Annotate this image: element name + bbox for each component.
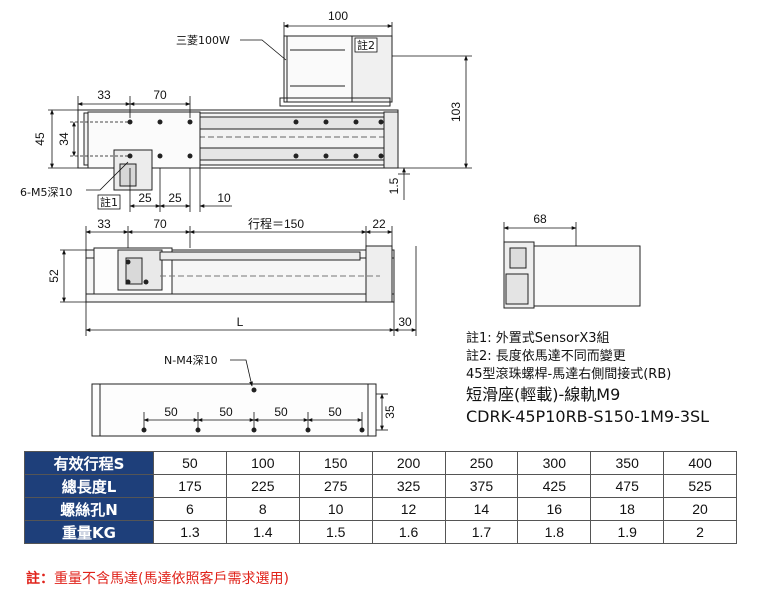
- table-cell: 325: [371, 474, 446, 498]
- dim-25a: 25: [138, 191, 152, 205]
- product-subtitle: 短滑座(輕載)-線軌M9: [466, 385, 621, 404]
- table-cell: 1.8: [517, 520, 592, 544]
- footnote: 註：重量不含馬達(馬達依照客戶需求選用): [26, 568, 289, 588]
- table-cell: 14: [444, 497, 519, 521]
- table-cell: 1.9: [590, 520, 665, 544]
- note2-tag: 註2: [357, 39, 375, 52]
- table-cell: 425: [517, 474, 592, 498]
- table-cell: 525: [663, 474, 737, 498]
- dim-mid-70: 70: [153, 217, 167, 231]
- dim-103: 103: [449, 102, 463, 122]
- dim-68: 68: [533, 212, 547, 226]
- table-cell: 300: [517, 451, 592, 475]
- screw-holes-label: 6-M5深10: [20, 186, 72, 199]
- dim-bot-50b: 50: [219, 405, 233, 419]
- length-label: L: [237, 315, 244, 329]
- row-header: 總長度L: [24, 474, 154, 498]
- note1-box: 註1: [97, 194, 121, 210]
- dim-25b: 25: [168, 191, 182, 205]
- bottom-rail-body: [91, 383, 377, 437]
- table-cell: 18: [590, 497, 665, 521]
- table-cell: 375: [444, 474, 519, 498]
- table-holes-label: N-M4深10: [164, 354, 218, 367]
- dim-mid-33: 33: [97, 217, 111, 231]
- product-type: 45型滾珠螺桿-馬達右側間接式(RB): [466, 367, 672, 382]
- table-cell: 20: [663, 497, 737, 521]
- dim-1-5: 1.5: [387, 177, 401, 194]
- table-cell: 6: [153, 497, 227, 521]
- table-cell: 1.6: [371, 520, 446, 544]
- dim-45: 45: [33, 132, 47, 146]
- motor-label: 三菱100W: [176, 34, 230, 47]
- table-cell: 225: [225, 474, 300, 498]
- dim-bot-50a: 50: [164, 405, 178, 419]
- dim-bot-35: 35: [383, 405, 397, 419]
- row-header: 重量KG: [24, 520, 154, 544]
- table-cell: 475: [590, 474, 665, 498]
- table-cell: 200: [371, 451, 446, 475]
- table-cell: 150: [298, 451, 373, 475]
- dim-mid-22: 22: [372, 217, 386, 231]
- table-cell: 275: [298, 474, 373, 498]
- note1-text: 註1: 外置式SensorX3組: [466, 331, 610, 346]
- note1-tag: 註1: [100, 196, 118, 209]
- table-cell: 1.5: [298, 520, 373, 544]
- top-view: [77, 35, 399, 191]
- table-cell: 12: [371, 497, 446, 521]
- footnote-text: 重量不含馬達(馬達依照客戶需求選用): [54, 571, 289, 587]
- table-cell: 50: [153, 451, 227, 475]
- dim-bot-50d: 50: [328, 405, 342, 419]
- table-cell: 400: [663, 451, 737, 475]
- dim-34: 34: [57, 132, 71, 146]
- dim-33: 33: [97, 88, 111, 102]
- table-cell: 250: [444, 451, 519, 475]
- note2-text: 註2: 長度依馬達不同而變更: [466, 349, 626, 364]
- dim-bot-50c: 50: [274, 405, 288, 419]
- top-view-holes: [127, 119, 384, 159]
- row-header: 螺絲孔N: [24, 497, 154, 521]
- table-cell: 16: [517, 497, 592, 521]
- footnote-prefix: 註：: [26, 571, 54, 587]
- row-header: 有效行程S: [24, 451, 154, 475]
- spec-notes: 註1: 外置式SensorX3組 註2: 長度依馬達不同而變更 45型滾珠螺桿-…: [466, 330, 756, 428]
- stroke-label: 行程＝150: [248, 216, 304, 231]
- cad-drawing: 100 33 70 45 34 25 25 10 103 1.5 三菱100W …: [20, 9, 641, 437]
- dim-70: 70: [153, 88, 167, 102]
- note2-box: 註2: [354, 37, 378, 53]
- side-view: [85, 245, 395, 303]
- table-cell: 1.7: [444, 520, 519, 544]
- table-cell: 1.4: [225, 520, 300, 544]
- table-cell: 100: [225, 451, 300, 475]
- dim-10: 10: [217, 191, 231, 205]
- end-motor-block: [527, 245, 641, 307]
- table-cell: 10: [298, 497, 373, 521]
- table-cell: 1.3: [153, 520, 227, 544]
- table-cell: 8: [225, 497, 300, 521]
- model-number: CDRK-45P10RB-S150-1M9-3SL: [466, 407, 710, 426]
- table-cell: 175: [153, 474, 227, 498]
- bottom-view: [91, 383, 377, 437]
- dim-100: 100: [328, 9, 348, 23]
- dim-30: 30: [398, 315, 412, 329]
- table-cell: 2: [663, 520, 737, 544]
- dim-52: 52: [47, 269, 61, 283]
- end-view: [503, 241, 641, 309]
- table-cell: 350: [590, 451, 665, 475]
